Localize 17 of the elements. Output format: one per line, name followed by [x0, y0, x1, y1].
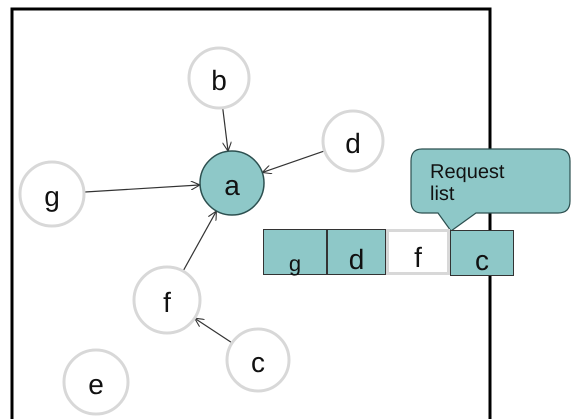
node-label: a: [224, 170, 240, 202]
arrow: [182, 210, 217, 271]
node-label: d: [345, 128, 361, 160]
queue-cell: c: [450, 230, 514, 276]
node-label: b: [211, 66, 227, 96]
node-label: g: [44, 182, 60, 212]
arrow: [84, 180, 200, 193]
node-label: f: [163, 288, 171, 318]
node-label: c: [251, 348, 265, 378]
queue-cell: g: [263, 229, 327, 275]
node-label: e: [88, 370, 104, 400]
arrow: [194, 318, 232, 343]
arrow: [222, 108, 232, 152]
queue-cell: f: [386, 229, 450, 275]
callout-text: Request list: [430, 161, 506, 205]
arrow: [262, 150, 324, 174]
queue-cell: d: [327, 229, 386, 275]
